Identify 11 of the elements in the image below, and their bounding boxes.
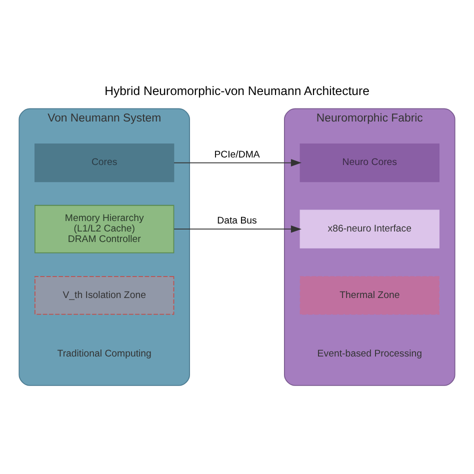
diagram-title: Hybrid Neuromorphic-von Neumann Architecture: [104, 84, 370, 98]
node-box: Thermal Zone: [300, 276, 440, 315]
node-box: V_th Isolation Zone: [34, 276, 174, 315]
node-box: x86-neuro Interface: [300, 210, 440, 248]
arrow: [174, 159, 302, 166]
node-box: Neuro Cores: [300, 143, 440, 182]
node-box: Memory Hierarchy (L1/L2 Cache) DRAM Controller: [34, 204, 174, 254]
edge-label: PCIe/DMA: [214, 149, 260, 160]
node-box: Cores: [34, 143, 174, 182]
arrow: [174, 225, 302, 233]
edge-label: Data Bus: [217, 216, 257, 227]
